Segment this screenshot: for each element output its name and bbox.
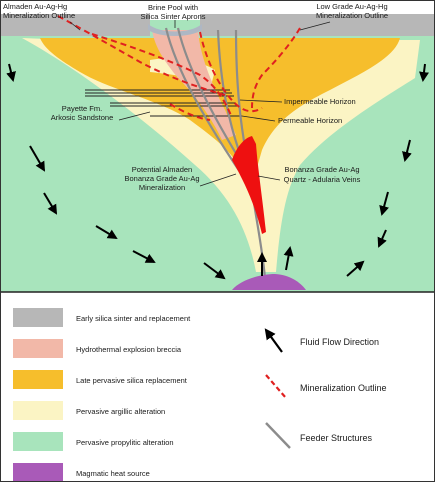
impermeable-label: Impermeable Horizon: [284, 97, 356, 106]
arrow-icon: [264, 328, 283, 353]
mineralization-outlines: [57, 15, 301, 121]
almaden-outline-label-1: Almaden Au-Ag-Hg: [3, 2, 67, 11]
potential-label-3: Mineralization: [139, 183, 185, 192]
legend-swatch-sinter: [13, 308, 63, 327]
legend-swatch-propylitic: [13, 432, 63, 451]
brine-pool-label-2: Silica Sinter Aprons: [140, 12, 205, 21]
legend: Early silica sinter and replacement Hydr…: [13, 308, 387, 482]
bonanza-vein: [232, 136, 266, 234]
legend-symbols: Fluid Flow Direction Mineralization Outl…: [264, 328, 387, 449]
legend-swatch-argillic: [13, 401, 63, 420]
stratigraphic-horizons: [85, 89, 242, 117]
fluid-flow-arrows: [6, 63, 429, 280]
legend-label-feeder: Feeder Structures: [300, 433, 373, 443]
low-grade-label-2: Mineralization Outline: [316, 11, 388, 20]
legend-swatch-breccia: [13, 339, 63, 358]
magmatic-heat-source: [232, 274, 306, 290]
sinter-apron-left: [0, 14, 150, 36]
legend-swatch-silica: [13, 370, 63, 389]
legend-label-silica: Late pervasive silica replacement: [76, 376, 188, 385]
legend-units: Early silica sinter and replacement Hydr…: [13, 308, 191, 482]
cross-section: Almaden Au-Ag-Hg Mineralization Outline …: [0, 0, 435, 292]
callout-labels: Almaden Au-Ag-Hg Mineralization Outline …: [3, 2, 388, 192]
almaden-outline-label-2: Mineralization Outline: [3, 11, 75, 20]
legend-label-magmatic: Magmatic heat source: [76, 469, 150, 478]
feeder-line-icon: [265, 422, 291, 449]
low-grade-label-1: Low Grade Au-Ag-Hg: [316, 2, 387, 11]
payette-label-1: Payette Fm.: [62, 104, 102, 113]
payette-label-2: Arkosic Sandstone: [51, 113, 114, 122]
legend-label-fluid-flow: Fluid Flow Direction: [300, 337, 379, 347]
bonanza-label-1: Bonanza Grade Au-Ag: [284, 165, 359, 174]
potential-label-1: Potential Almaden: [132, 165, 192, 174]
legend-label-sinter: Early silica sinter and replacement: [76, 314, 191, 323]
legend-label-breccia: Hydrothermal explosion breccia: [76, 345, 182, 354]
brine-pool-label-1: Brine Pool with: [148, 3, 198, 12]
legend-label-argillic: Pervasive argillic alteration: [76, 407, 165, 416]
permeable-label: Permeable Horizon: [278, 116, 342, 125]
callout-leaders: [69, 20, 331, 187]
brine-pool: [148, 24, 202, 36]
legend-label-propylitic: Pervasive propylitic alteration: [76, 438, 174, 447]
legend-label-mineralization-outline: Mineralization Outline: [300, 383, 387, 393]
bonanza-label-2: Quartz - Adularia Veins: [284, 175, 361, 184]
potential-label-2: Bonanza Grade Au-Ag: [124, 174, 199, 183]
legend-swatch-magmatic: [13, 463, 63, 482]
dashed-line-icon: [265, 374, 287, 399]
